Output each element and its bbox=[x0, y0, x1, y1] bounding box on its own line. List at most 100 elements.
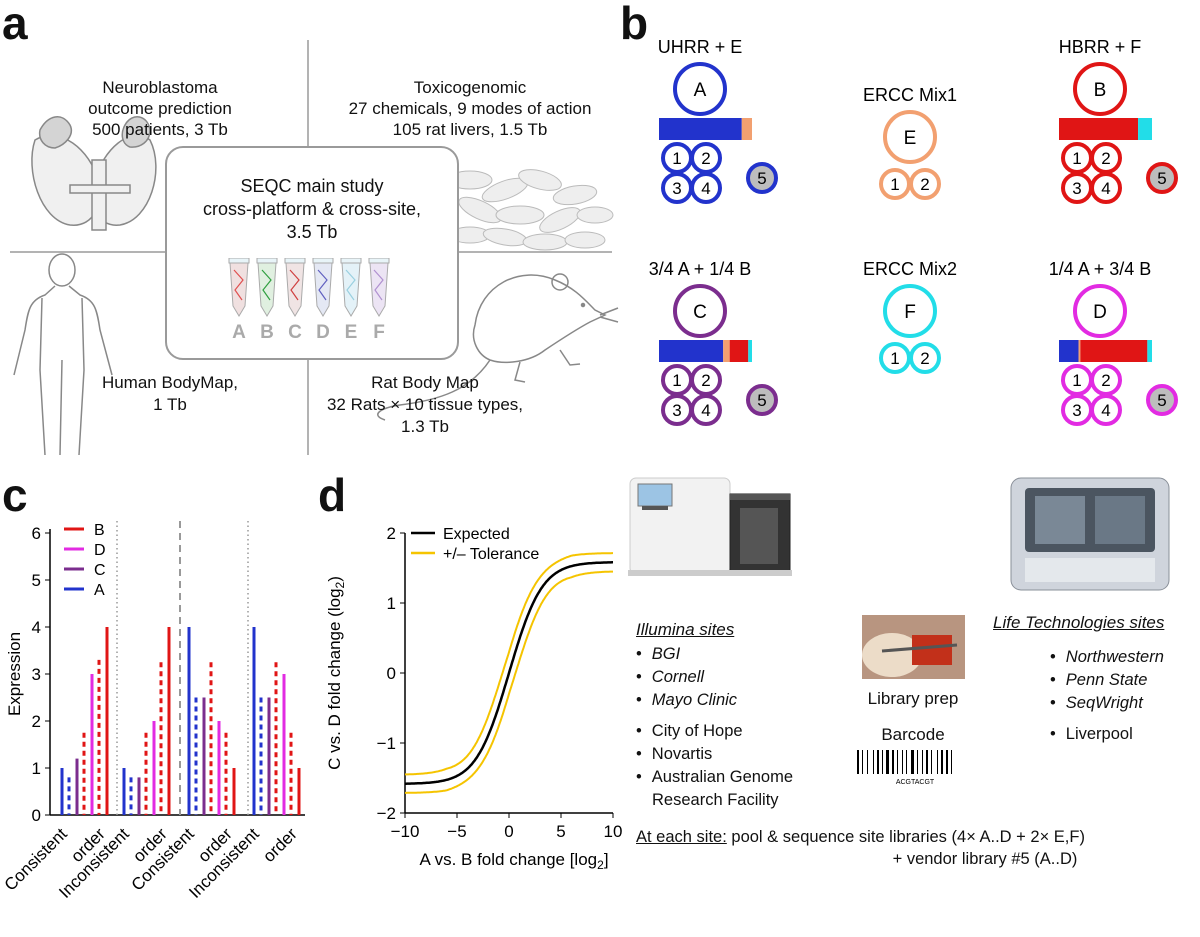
each-site-text: pool & sequence site libraries (4× A..D … bbox=[726, 828, 1085, 846]
composition-bar-b bbox=[1080, 340, 1148, 362]
toxicogenomic-line2: 27 chemicals, 9 modes of action bbox=[348, 99, 592, 118]
mix-replicate-circle bbox=[909, 168, 941, 200]
y-tick-label: 1 bbox=[387, 594, 396, 613]
mix-replicate-label: 2 bbox=[920, 349, 929, 368]
y-tick-label: 3 bbox=[32, 665, 41, 684]
composition-bar-e bbox=[1078, 340, 1081, 362]
sample-tubes bbox=[228, 258, 390, 317]
x-tick-label: −5 bbox=[447, 822, 466, 841]
site-northwestern: Northwestern bbox=[1050, 646, 1200, 669]
each-site-text-line2: + vendor library #5 (A..D) bbox=[892, 850, 1078, 868]
sample-letter-a: A bbox=[694, 80, 707, 101]
barcode-graphic: ACGTACGT bbox=[857, 750, 952, 786]
x-tick-label: −10 bbox=[391, 822, 420, 841]
replicate-label: 4 bbox=[701, 179, 710, 198]
tube-label-e: E bbox=[345, 322, 358, 343]
replicate-label: 2 bbox=[1101, 371, 1110, 390]
tolerance-lower-line bbox=[405, 570, 613, 794]
expected-line bbox=[405, 561, 613, 785]
life-tech-sites-heading: Life Technologies sites bbox=[993, 613, 1165, 632]
panel-label-a: a bbox=[2, 0, 28, 49]
composition-bar-e bbox=[723, 340, 730, 362]
sample-letter-b: B bbox=[1094, 80, 1107, 101]
replicate-label: 2 bbox=[1101, 149, 1110, 168]
sample-title-c: 3/4 A + 1/4 B bbox=[649, 259, 752, 279]
illumina-sites-heading: Illumina sites bbox=[636, 620, 735, 639]
spike-title-f: ERCC Mix2 bbox=[863, 259, 957, 279]
barcode-stripe bbox=[892, 750, 894, 774]
mix-replicate-label: 1 bbox=[890, 175, 899, 194]
replicate-label: 1 bbox=[1072, 371, 1081, 390]
library-prep-label: Library prep bbox=[867, 689, 959, 708]
barcode-stripe bbox=[906, 750, 907, 774]
replicate-label: 3 bbox=[1072, 179, 1081, 198]
replicate-circle bbox=[1090, 394, 1122, 426]
site-city-of-hope: City of Hope bbox=[636, 720, 866, 743]
panel-label-c: c bbox=[2, 469, 28, 521]
main-study-line2: cross-platform & cross-site, bbox=[202, 199, 422, 219]
y-axis-label: Expression bbox=[5, 632, 24, 716]
main-study-line1: SEQC main study bbox=[240, 176, 384, 196]
y-tick-label: 6 bbox=[32, 524, 41, 543]
replicate-label: 1 bbox=[672, 149, 681, 168]
vendor-library-circle bbox=[1146, 162, 1178, 194]
tube-label-f: F bbox=[373, 322, 385, 343]
tube-label-d: D bbox=[316, 322, 330, 343]
spike-title-e: ERCC Mix1 bbox=[863, 85, 957, 105]
sample-title-d: 1/4 A + 3/4 B bbox=[1049, 259, 1152, 279]
barcode-stripe bbox=[941, 750, 943, 774]
vendor-library-circle bbox=[1146, 384, 1178, 416]
legend-label-b: B bbox=[94, 522, 105, 539]
y-tick-label: 0 bbox=[387, 664, 396, 683]
barcode-stripe bbox=[867, 750, 868, 774]
main-study-line3: 3.5 Tb bbox=[286, 222, 338, 242]
replicate-circle bbox=[690, 394, 722, 426]
barcode-stripe bbox=[882, 750, 883, 774]
spike-circle-f bbox=[883, 284, 937, 338]
composition-bar-a bbox=[659, 340, 724, 362]
toxicogenomic-line1: Toxicogenomic bbox=[413, 78, 527, 97]
barcode-stripe bbox=[946, 750, 948, 774]
each-site-description: At each site: pool & sequence site libra… bbox=[636, 828, 1085, 847]
human-bodymap-line2: 1 Tb bbox=[153, 395, 187, 414]
spike-circle-e bbox=[883, 110, 937, 164]
barcode-stripe bbox=[926, 750, 928, 774]
barcode-stripe bbox=[917, 750, 918, 774]
spike-letter-f: F bbox=[904, 302, 916, 323]
composition-bar-f bbox=[1147, 340, 1152, 362]
mix-replicate-label: 1 bbox=[890, 349, 899, 368]
x-tick-label: 10 bbox=[604, 822, 623, 841]
site-cornell: Cornell bbox=[636, 666, 866, 689]
y-tick-label: −1 bbox=[377, 734, 396, 753]
barcode-stripe bbox=[951, 750, 952, 774]
barcode-stripe bbox=[873, 750, 874, 774]
tolerance-upper-line bbox=[405, 552, 613, 776]
vendor-library-label: 5 bbox=[1157, 169, 1166, 188]
seqc-main-study-box: SEQC main study cross-platform & cross-s… bbox=[165, 146, 459, 360]
neuroblastoma-line2: outcome prediction bbox=[88, 99, 232, 118]
barcode-stripe bbox=[897, 750, 898, 774]
barcode-stripe bbox=[922, 750, 923, 774]
vendor-library-circle bbox=[746, 384, 778, 416]
site-agrf: Australian Genome Research Facility bbox=[636, 766, 842, 812]
replicate-label: 1 bbox=[1072, 149, 1081, 168]
rat-bodymap-line3: 1.3 Tb bbox=[401, 417, 449, 436]
barcode-stripe bbox=[902, 750, 903, 774]
illumina-sites-list: BGI Cornell Mayo Clinic City of Hope Nov… bbox=[636, 643, 866, 812]
legend-label-c: C bbox=[94, 562, 106, 579]
y-axis-label: C vs. D fold change (log2) bbox=[325, 576, 347, 770]
site-seqwright: SeqWright bbox=[1050, 692, 1200, 715]
sample-title-b: HBRR + F bbox=[1059, 37, 1142, 57]
y-tick-label: 1 bbox=[32, 759, 41, 778]
composition-bar-b bbox=[729, 340, 749, 362]
neuroblastoma-line3: 500 patients, 3 Tb bbox=[92, 120, 228, 139]
legend-label-tolerance: +/– Tolerance bbox=[443, 546, 539, 563]
toxicogenomic-line3: 105 rat livers, 1.5 Tb bbox=[392, 120, 548, 139]
panel-label-d: d bbox=[318, 469, 347, 521]
site-penn-state: Penn State bbox=[1050, 669, 1200, 692]
rat-illustration bbox=[377, 273, 619, 421]
